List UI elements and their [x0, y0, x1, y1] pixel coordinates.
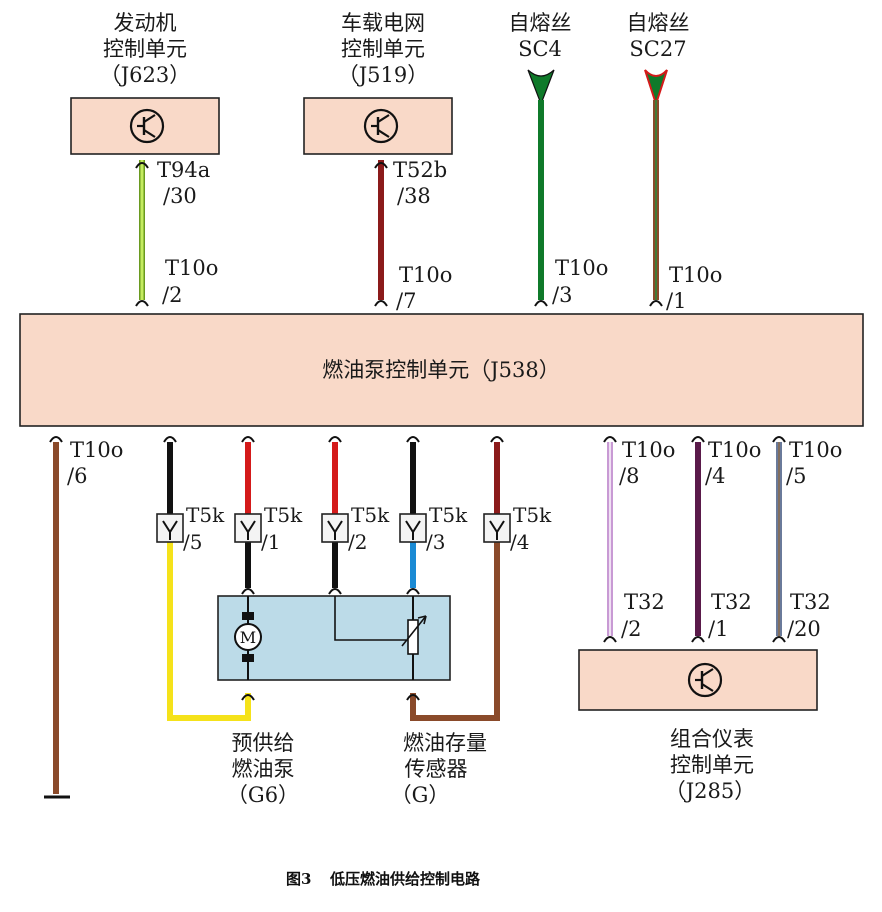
ecu-label: 发动机 控制单元 （J623）: [100, 11, 191, 87]
pin-label: T5k: [186, 503, 225, 527]
pin-label: T5k: [429, 503, 468, 527]
bcm-name-line1: 车载电网: [341, 11, 425, 35]
pin-label: T32: [624, 590, 665, 614]
pin-label: T94a: [157, 158, 210, 182]
transistor-icon: [129, 108, 165, 144]
wire-ecu: [135, 160, 149, 307]
wire-sender-signal: [328, 436, 342, 595]
fuse-sc4-tip: [527, 69, 555, 106]
pin-label: T10o: [708, 438, 761, 462]
pin-label: /2: [162, 283, 182, 307]
bcm-label: 车载电网 控制单元 （J519）: [338, 11, 429, 87]
connector-t5k: [234, 513, 262, 543]
pin-label: /4: [705, 464, 725, 488]
pin-label: /1: [708, 617, 728, 641]
connector-t5k: [399, 513, 427, 543]
wire-sender-ground: [406, 436, 504, 721]
pin-label: T10o: [70, 438, 123, 462]
ecu-name-line1: 发动机: [114, 11, 177, 35]
pin-label: /3: [426, 530, 445, 554]
wire-ground: [44, 436, 70, 799]
pump-label-line3: （G6）: [227, 783, 299, 807]
pump-motor-icon: M: [234, 596, 262, 680]
pin-label: /38: [397, 184, 431, 208]
fuse-sc27-label: 自熔丝 SC27: [627, 11, 690, 61]
wire-cluster-5: [772, 436, 786, 643]
pin-label: /8: [619, 464, 639, 488]
pin-label: /1: [261, 530, 280, 554]
pin-label: /3: [552, 283, 572, 307]
pump-control-unit-box: [19, 313, 864, 427]
connector-t5k: [156, 513, 184, 543]
bcm-name-line3: （J519）: [338, 63, 429, 87]
wire-cluster-8: [603, 436, 617, 643]
pin-label: T10o: [669, 263, 722, 287]
cluster-label-line2: 控制单元: [670, 753, 754, 777]
fuse-sc27-line1: 自熔丝: [627, 11, 690, 35]
transistor-icon: [687, 662, 723, 698]
pin-label: T10o: [399, 263, 452, 287]
cluster-label-line1: 组合仪表: [670, 727, 754, 751]
sender-label-line1: 燃油存量: [403, 731, 487, 755]
pump-label-line1: 预供给: [232, 731, 295, 755]
connector-t5k: [483, 513, 511, 543]
cluster-label-line3: （J285）: [665, 779, 756, 803]
pin-label: /5: [786, 464, 806, 488]
ecu-name-line3: （J623）: [100, 63, 191, 87]
pin-label: /20: [787, 617, 821, 641]
pump-control-unit-label: 燃油泵控制单元（J538）: [322, 358, 560, 382]
pin-label: T32: [711, 590, 752, 614]
pin-label: T10o: [555, 256, 608, 280]
wire-bcm: [374, 160, 388, 307]
pin-label: T5k: [264, 503, 303, 527]
wire-sc4: [534, 100, 548, 307]
fuse-sc4-line2: SC4: [518, 37, 562, 61]
pin-label: T10o: [789, 438, 842, 462]
pin-label: /2: [348, 530, 367, 554]
pin-label: /4: [510, 530, 529, 554]
pin-label: T10o: [622, 438, 675, 462]
pin-label: /2: [621, 617, 641, 641]
figure-number: 图3: [286, 870, 311, 888]
wire-pump-supply: [241, 436, 255, 595]
sender-label-line3: （G）: [391, 783, 450, 807]
ecu-name-line2: 控制单元: [103, 37, 187, 61]
wire-sc27: [649, 100, 663, 307]
sender-label-line2: 传感器: [405, 757, 468, 781]
motor-symbol: M: [240, 628, 256, 647]
fuse-sc27-line2: SC27: [629, 37, 686, 61]
connector-t5k: [321, 513, 349, 543]
pin-label: T5k: [513, 503, 552, 527]
wire-pump-ground: [163, 436, 255, 721]
pin-label: T52b: [393, 158, 447, 182]
figure-caption: 低压燃油供给控制电路: [329, 870, 481, 888]
fuse-sc4-label: 自熔丝 SC4: [509, 11, 572, 61]
fuel-sender-icon: [334, 596, 427, 680]
pin-label: T10o: [165, 256, 218, 280]
pump-label-line2: 燃油泵: [232, 757, 295, 781]
fuse-sc27-tip: [644, 69, 668, 108]
pin-label: /5: [183, 530, 202, 554]
pin-label: T32: [790, 590, 831, 614]
fuse-sc4-line1: 自熔丝: [509, 11, 572, 35]
pin-label: /30: [163, 184, 197, 208]
pin-label: T5k: [351, 503, 390, 527]
pin-label: /1: [666, 289, 686, 313]
pin-label: /7: [396, 289, 416, 313]
wire-cluster-4: [691, 436, 705, 643]
transistor-icon: [363, 108, 399, 144]
wire-sender-supply: [406, 436, 420, 595]
pin-label: /6: [67, 464, 87, 488]
bcm-name-line2: 控制单元: [341, 37, 425, 61]
